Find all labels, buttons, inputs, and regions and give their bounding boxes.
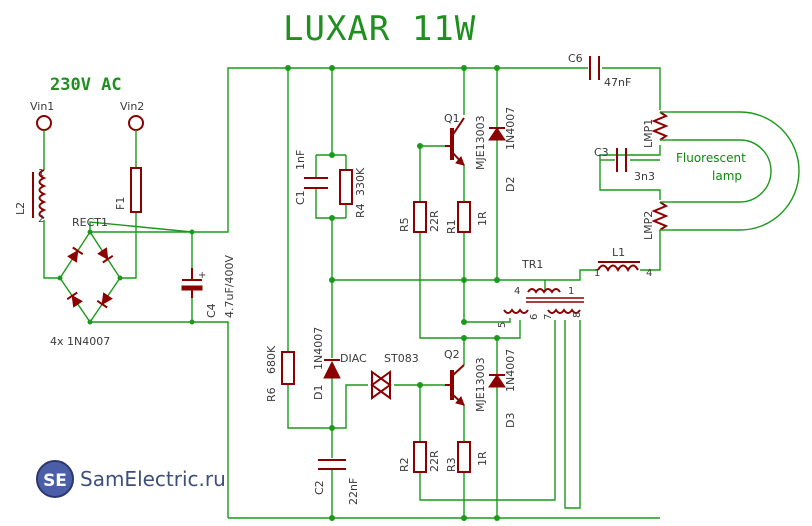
r2-value: 22R: [428, 450, 441, 472]
lmp1-label: LMP1: [642, 119, 655, 148]
tr1-pin7: 7: [543, 314, 554, 320]
schematic-title: LUXAR 11W: [283, 9, 476, 49]
st083-label: ST083: [384, 352, 419, 365]
input-wires: [43, 67, 288, 518]
d2-label: D2: [504, 177, 517, 192]
main-wires: [228, 67, 661, 519]
lmp2-label: LMP2: [642, 211, 655, 240]
tr1-pin4: 4: [514, 286, 520, 297]
r1-label: R1: [445, 219, 458, 234]
r5-label: R5: [398, 217, 411, 232]
c1-value: 1nF: [294, 150, 307, 170]
d2-value: 1N4007: [504, 107, 517, 150]
c3-value: 3n3: [634, 170, 655, 183]
f1-fuse: F1: [114, 167, 142, 213]
q1-value: MJE13003: [474, 115, 487, 170]
q1-transistor: Q1 MJE13003: [444, 112, 487, 170]
c2-capacitor: C2 22nF: [313, 459, 360, 505]
l1-label: L1: [612, 246, 625, 259]
r4-value: 330K: [354, 167, 367, 196]
fluorescent-tube: Fluorescent lamp: [672, 111, 800, 231]
l2-inductor: L2 1 2: [14, 168, 47, 225]
c3-capacitor: C3 3n3: [594, 146, 655, 183]
tr1-pin6: 6: [529, 314, 540, 320]
q2-label: Q2: [444, 348, 460, 361]
r3-value: 1R: [476, 451, 489, 466]
r4-label: R4: [354, 203, 367, 218]
c1-label: C1: [294, 190, 307, 205]
l1-pin1: 1: [594, 268, 600, 279]
diac-label: DIAC: [340, 352, 367, 365]
brand-logo: SE SamElectric.ru: [36, 460, 226, 498]
supply-label: 230V AC: [50, 75, 122, 95]
tr1-pin5: 5: [497, 322, 508, 328]
rect1-bridge: RECT1 4x 1N4007: [50, 216, 123, 348]
d1-value: 1N4007: [312, 327, 325, 370]
d3-diode: D3 1N4007: [488, 349, 517, 428]
c4-value: 4.7uF/400V: [223, 255, 236, 318]
c3-label: C3: [594, 146, 609, 159]
c4-capacitor: + C4 4.7uF/400V: [181, 229, 236, 325]
d1-label: D1: [312, 385, 325, 400]
r3-resistor: R3 1R: [445, 441, 489, 473]
d2-diode: D2 1N4007: [488, 107, 517, 192]
q1-label: Q1: [444, 112, 460, 125]
svg-text:+: +: [198, 270, 206, 281]
vin1-label: Vin1: [30, 100, 54, 113]
q2-value: MJE13003: [474, 357, 487, 412]
st083-diac: ST083: [370, 352, 419, 400]
r6-label: R6: [265, 387, 278, 402]
l2-label: L2: [14, 202, 27, 215]
d3-label: D3: [504, 413, 517, 428]
tr1-pin1: 1: [568, 286, 574, 297]
junctions: [285, 65, 500, 521]
brand-logo-text: SE: [43, 471, 67, 491]
c6-label: C6: [568, 52, 583, 65]
d1-diode: D1 1N4007 DIAC: [312, 327, 367, 400]
c1-capacitor: C1 1nF: [294, 150, 328, 205]
c2-value: 22nF: [347, 478, 360, 505]
r6-value: 680K: [265, 345, 278, 374]
lmp2-filament: LMP2: [642, 201, 672, 240]
r5-value: 22R: [428, 210, 441, 232]
tr1-transformer: TR1 4 1 5 6 7 8: [497, 258, 584, 328]
tr1-label: TR1: [521, 258, 543, 271]
r1-value: 1R: [476, 211, 489, 226]
l2-pin1: 1: [38, 168, 44, 179]
l1-inductor: L1 1 4: [594, 246, 652, 279]
r1-resistor: R1 1R: [445, 201, 489, 234]
l2-pin2: 2: [38, 214, 44, 225]
r4-resistor: R4 330K: [339, 167, 367, 218]
q2-transistor: Q2 MJE13003: [444, 348, 487, 412]
f1-label: F1: [114, 197, 127, 210]
vin2-label: Vin2: [120, 100, 144, 113]
r2-resistor: R2 22R: [398, 441, 441, 473]
c4-label: C4: [205, 303, 218, 318]
l1-pin4: 4: [646, 268, 652, 279]
brand-name: SamElectric.ru: [80, 467, 226, 491]
tr1-pin8: 8: [572, 312, 583, 318]
r5-resistor: R5 22R: [398, 201, 441, 233]
d3-value: 1N4007: [504, 349, 517, 392]
input-terminals: Vin1 Vin2: [30, 100, 144, 131]
lmp1-filament: LMP1: [642, 111, 672, 148]
c2-label: C2: [313, 480, 326, 495]
lamp-label-line1: Fluorescent: [676, 151, 746, 165]
rect1-label: RECT1: [72, 216, 108, 229]
c6-value: 47nF: [604, 76, 631, 89]
r6-resistor: R6 680K: [265, 345, 295, 402]
lamp-label-line2: lamp: [712, 169, 742, 183]
r3-label: R3: [445, 457, 458, 472]
rect-note: 4x 1N4007: [50, 335, 110, 348]
c6-capacitor: C6 47nF: [568, 52, 631, 89]
r2-label: R2: [398, 457, 411, 472]
